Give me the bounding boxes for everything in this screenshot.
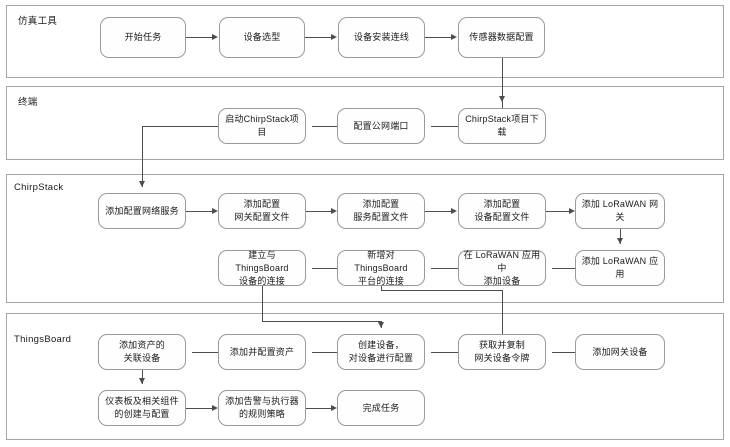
flow-node-n13[interactable]: 添加 LoRaWAN 应用 [575, 250, 665, 286]
flow-node-n17[interactable]: 添加网关设备 [575, 334, 665, 370]
connector-segment [546, 211, 569, 212]
connector-segment [425, 37, 451, 38]
flow-node-n19[interactable]: 创建设备， 对设备进行配置 [337, 334, 425, 370]
connector-segment [305, 37, 331, 38]
arrowhead-right [212, 404, 218, 411]
connector-segment [186, 37, 212, 38]
flow-node-n15[interactable]: 新增对ThingsBoard 平台的连接 [337, 250, 425, 286]
flow-node-n4[interactable]: 传感器数据配置 [458, 17, 545, 58]
flow-node-n14[interactable]: 在 LoRaWAN 应用中 添加设备 [458, 250, 546, 286]
arrowhead-right [331, 404, 337, 411]
flow-node-n16[interactable]: 建立与ThingsBoard 设备的连接 [218, 250, 306, 286]
arrowhead-right [451, 207, 457, 214]
connector-segment [262, 286, 263, 321]
arrowhead-down [138, 181, 145, 187]
connector-segment [186, 408, 212, 409]
flow-node-n1[interactable]: 开始任务 [100, 17, 186, 58]
flow-node-n21[interactable]: 添加资产的 关联设备 [98, 334, 186, 370]
connector-segment [142, 126, 218, 127]
arrowhead-down [377, 322, 384, 328]
connector-segment [431, 268, 458, 269]
connector-segment [552, 352, 575, 353]
flow-node-n2[interactable]: 设备选型 [219, 17, 305, 58]
swimlane-label-thingsboard: ThingsBoard [14, 334, 72, 345]
arrowhead-right [331, 33, 337, 40]
flow-node-n20[interactable]: 添加并配置资产 [218, 334, 306, 370]
connector-segment [431, 352, 458, 353]
arrowhead-right [212, 33, 218, 40]
connector-segment [142, 126, 143, 187]
arrowhead-down [616, 238, 623, 244]
flow-node-n12[interactable]: 添加 LoRaWAN 网关 [575, 193, 665, 229]
connector-segment [306, 211, 331, 212]
flow-node-n23[interactable]: 添加告警与执行器 的规则策略 [218, 390, 306, 426]
swimlane-label-sim: 仿真工具 [18, 16, 58, 27]
arrowhead-right [212, 207, 218, 214]
connector-segment [142, 370, 143, 384]
connector-segment [312, 126, 337, 127]
flow-node-n7[interactable]: ChirpStack项目下载 [458, 108, 546, 144]
connector-segment [552, 268, 575, 269]
flow-node-n24[interactable]: 完成任务 [337, 390, 425, 426]
connector-segment [425, 211, 451, 212]
connector-segment [502, 58, 503, 108]
arrowhead-right [569, 207, 575, 214]
connector-segment [381, 286, 382, 290]
arrowhead-down [498, 96, 505, 102]
connector-segment [312, 268, 337, 269]
connector-segment [262, 321, 381, 322]
connector-segment [312, 352, 337, 353]
connector-segment [502, 290, 503, 334]
connector-segment [381, 290, 502, 291]
connector-segment [192, 352, 218, 353]
swimlane-label-terminal: 终端 [18, 97, 38, 108]
flow-node-n18[interactable]: 获取并复制 网关设备令牌 [458, 334, 546, 370]
flow-node-n9[interactable]: 添加配置 网关配置文件 [218, 193, 306, 229]
swimlane-label-chirpstack: ChirpStack [14, 182, 64, 193]
flow-node-n10[interactable]: 添加配置 服务配置文件 [337, 193, 425, 229]
arrowhead-right [331, 207, 337, 214]
connector-segment [620, 229, 621, 244]
flow-node-n5[interactable]: 启动ChirpStack项目 [218, 108, 306, 144]
connector-segment [431, 126, 458, 127]
connector-segment [306, 408, 331, 409]
flow-node-n11[interactable]: 添加配置 设备配置文件 [458, 193, 546, 229]
flow-node-n3[interactable]: 设备安装连线 [338, 17, 425, 58]
arrowhead-right [451, 33, 457, 40]
connector-segment [186, 211, 212, 212]
flow-node-n22[interactable]: 仪表板及相关组件 的创建与配置 [98, 390, 186, 426]
flow-node-n8[interactable]: 添加配置网络服务 [98, 193, 186, 229]
flow-node-n6[interactable]: 配置公网端口 [337, 108, 425, 144]
arrowhead-down [138, 378, 145, 384]
